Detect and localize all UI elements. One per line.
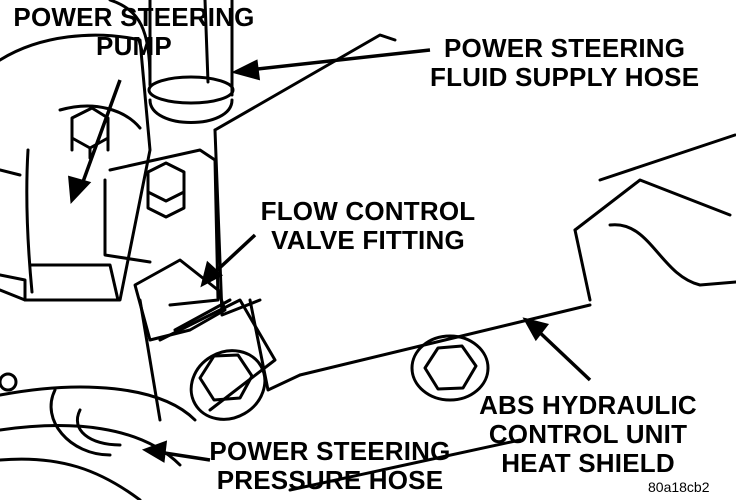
- label-fluid-supply-hose: POWER STEERING FLUID SUPPLY HOSE: [430, 34, 699, 92]
- mounting-bracket: [103, 148, 220, 307]
- pressure-hose: [0, 372, 197, 500]
- label-abs-line-2: CONTROL UNIT: [488, 419, 688, 449]
- label-power-steering-pump: POWER STEERING PUMP: [2, 3, 266, 61]
- label-flow-line-2: VALVE FITTING: [271, 225, 465, 255]
- label-supply-line-1: POWER STEERING: [444, 33, 686, 63]
- label-abs-line-3: HEAT SHIELD: [501, 448, 675, 478]
- label-flow-line-1: FLOW CONTROL: [260, 196, 476, 226]
- pump-body: [0, 0, 152, 302]
- label-pressure-line-2: PRESSURE HOSE: [216, 465, 444, 495]
- label-flow-control-valve-fitting: FLOW CONTROL VALVE FITTING: [250, 197, 486, 255]
- leader-lines: [68, 48, 592, 463]
- pump-bolt-icon: [70, 106, 110, 160]
- label-pressure-line-1: POWER STEERING: [209, 436, 451, 466]
- label-supply-line-2: FLUID SUPPLY HOSE: [430, 62, 700, 92]
- label-pump-line-1: POWER STEERING: [13, 2, 255, 32]
- heat-shield: [213, 33, 736, 402]
- label-abs-heat-shield: ABS HYDRAULIC CONTROL UNIT HEAT SHIELD: [470, 391, 706, 478]
- label-pressure-hose: POWER STEERING PRESSURE HOSE: [200, 437, 460, 495]
- reference-code: 80a18cb2: [648, 479, 710, 495]
- label-pump-line-2: PUMP: [96, 31, 172, 61]
- supply-hose: [147, 0, 235, 124]
- label-abs-line-1: ABS HYDRAULIC: [479, 390, 697, 420]
